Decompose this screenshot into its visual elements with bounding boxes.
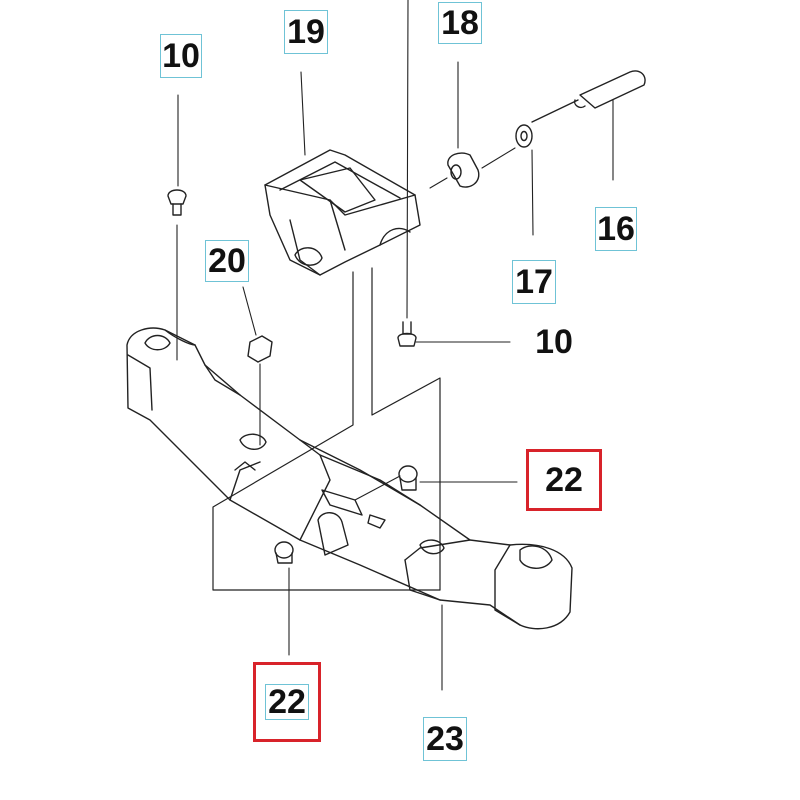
nut-part-20 <box>247 335 273 363</box>
assembly-outline-plates <box>212 267 441 591</box>
callout-22-right-highlighted: 22 <box>526 449 602 511</box>
leader-lines <box>176 0 614 691</box>
grommet-part-22-right <box>398 465 418 491</box>
callout-17: 17 <box>512 260 556 304</box>
bracket-part-19 <box>264 149 421 276</box>
callout-23: 23 <box>423 717 467 761</box>
callout-10-top: 10 <box>160 34 202 78</box>
callout-22-right-label: 22 <box>545 461 583 499</box>
screw-part-10-right <box>397 321 417 347</box>
callout-16: 16 <box>595 207 637 251</box>
callout-19: 19 <box>284 10 328 54</box>
grommet-part-22-left <box>274 541 294 564</box>
screw-part-10-top <box>167 189 187 216</box>
callout-10-right: 10 <box>535 323 573 361</box>
callout-20: 20 <box>205 240 249 282</box>
spacer-part-18 <box>447 152 480 188</box>
handle-bar-part-23 <box>126 327 573 630</box>
callout-22-left-label: 22 <box>265 684 309 720</box>
pin-part-16 <box>531 70 646 123</box>
callout-22-left-highlighted: 22 <box>253 662 321 742</box>
callout-18: 18 <box>438 2 482 44</box>
washer-part-17 <box>515 124 533 148</box>
